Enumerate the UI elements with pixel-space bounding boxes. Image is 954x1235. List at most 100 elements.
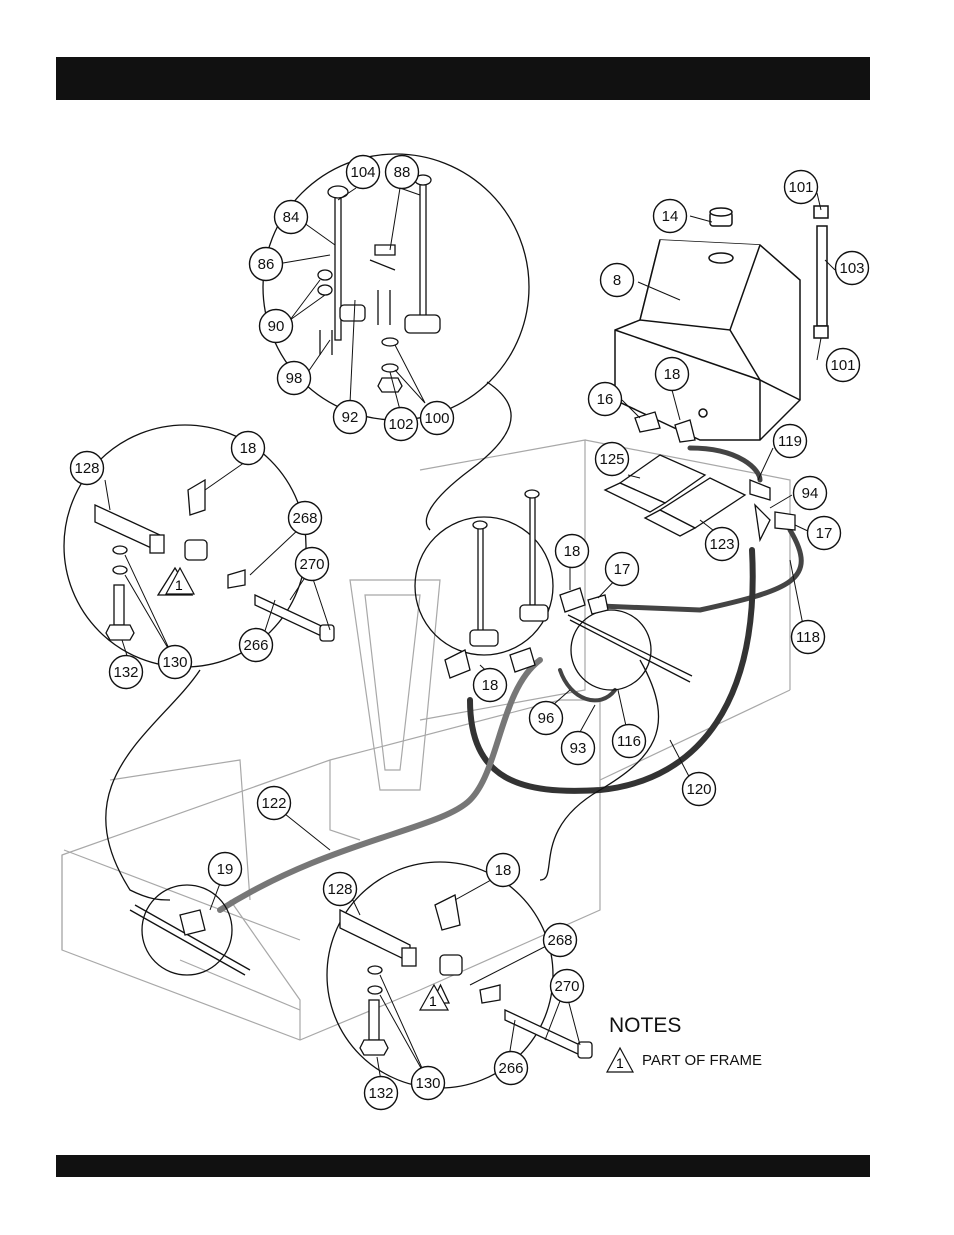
callout-19: 19 [209, 853, 242, 886]
callout-label: 128 [327, 881, 352, 898]
callout-268b: 268 [544, 924, 577, 957]
callout-label: 120 [686, 781, 711, 798]
callout-128b: 128 [324, 873, 357, 906]
callout-270a: 270 [296, 548, 329, 581]
callout-84: 84 [275, 201, 308, 234]
callout-label: 118 [796, 629, 820, 646]
callout-18e: 18 [487, 854, 520, 887]
callout-93: 93 [562, 732, 595, 765]
callout-label: 123 [709, 536, 734, 553]
callout-label: 101 [830, 357, 855, 374]
callout-14: 14 [654, 200, 687, 233]
callout-86: 86 [250, 248, 283, 281]
callout-118: 118 [792, 621, 825, 654]
callout-18d: 18 [474, 669, 507, 702]
callout-101b: 101 [827, 349, 860, 382]
callout-label: 132 [113, 664, 138, 681]
callout-label: 130 [162, 654, 187, 671]
fuel-tank [615, 208, 800, 440]
callout-label: 92 [342, 409, 359, 426]
callout-label: 100 [424, 410, 449, 427]
callout-130a: 130 [159, 646, 192, 679]
callout-label: 266 [243, 637, 268, 654]
callout-130b: 130 [412, 1067, 445, 1100]
callout-label: 90 [268, 318, 285, 335]
callout-98: 98 [278, 362, 311, 395]
callout-102: 102 [385, 408, 418, 441]
callout-90: 90 [260, 310, 293, 343]
vent-tube [814, 206, 828, 338]
callout-label: 270 [554, 978, 579, 995]
callout-103: 103 [836, 252, 869, 285]
callout-label: 96 [538, 710, 555, 727]
callout-104: 104 [347, 156, 380, 189]
callout-18a: 18 [656, 358, 689, 391]
callout-92: 92 [334, 401, 367, 434]
notes-title: NOTES [609, 1014, 681, 1038]
callout-label: 101 [788, 179, 813, 196]
callout-label: 125 [599, 451, 624, 468]
callout-268a: 268 [289, 502, 322, 535]
callout-label: 19 [217, 861, 234, 878]
callout-label: 128 [74, 460, 99, 477]
callout-label: 266 [498, 1060, 523, 1077]
callout-120: 120 [683, 773, 716, 806]
callout-label: 17 [614, 561, 631, 578]
callout-label: 93 [570, 740, 587, 757]
callout-label: 18 [495, 862, 512, 879]
callout-17a: 17 [808, 517, 841, 550]
callout-label: 84 [283, 209, 300, 226]
callout-label: 116 [617, 733, 641, 750]
callout-label: 18 [564, 543, 581, 560]
callout-label: 98 [286, 370, 303, 387]
callout-266a: 266 [240, 629, 273, 662]
callout-123: 123 [706, 528, 739, 561]
callout-label: 132 [368, 1085, 393, 1102]
callout-119: 119 [774, 425, 807, 458]
callout-88: 88 [386, 156, 419, 189]
notes-text: PART OF FRAME [642, 1052, 762, 1069]
callout-266b: 266 [495, 1052, 528, 1085]
callout-label: 18 [664, 366, 681, 383]
callout-101a: 101 [785, 171, 818, 204]
callout-label: 268 [292, 510, 317, 527]
callout-100: 100 [421, 402, 454, 435]
callout-125: 125 [596, 443, 629, 476]
top-detail-parts [318, 175, 440, 392]
callout-116: 116 [613, 725, 646, 758]
callout-label: 86 [258, 256, 275, 273]
callout-132a: 132 [110, 656, 143, 689]
callout-label: 103 [839, 260, 864, 277]
callout-label: 94 [802, 485, 819, 502]
bottom-detail-parts [130, 895, 592, 1058]
callout-label: 8 [613, 272, 621, 289]
callout-128a: 128 [71, 452, 104, 485]
callout-label: 270 [299, 556, 324, 573]
callout-label: 122 [261, 795, 286, 812]
svg-text:1: 1 [175, 577, 183, 593]
callout-label: 18 [482, 677, 499, 694]
callout-122: 122 [258, 787, 291, 820]
callout-94: 94 [794, 477, 827, 510]
callout-label: 18 [240, 440, 257, 457]
callout-18b: 18 [232, 432, 265, 465]
svg-text:1: 1 [429, 993, 437, 1009]
callout-label: 102 [388, 416, 413, 433]
callout-8: 8 [601, 264, 634, 297]
svg-text:1: 1 [616, 1055, 624, 1071]
callout-17b: 17 [606, 553, 639, 586]
callout-270b: 270 [551, 970, 584, 1003]
callout-label: 88 [394, 164, 411, 181]
callout-label: 119 [778, 433, 802, 450]
callout-label: 268 [547, 932, 572, 949]
callout-96: 96 [530, 702, 563, 735]
callout-label: 17 [816, 525, 833, 542]
callout-132b: 132 [365, 1077, 398, 1110]
callout-16: 16 [589, 383, 622, 416]
callout-label: 16 [597, 391, 614, 408]
callout-label: 130 [415, 1075, 440, 1092]
callout-label: 104 [350, 164, 375, 181]
callout-label: 14 [662, 208, 679, 225]
callout-18c: 18 [556, 535, 589, 568]
